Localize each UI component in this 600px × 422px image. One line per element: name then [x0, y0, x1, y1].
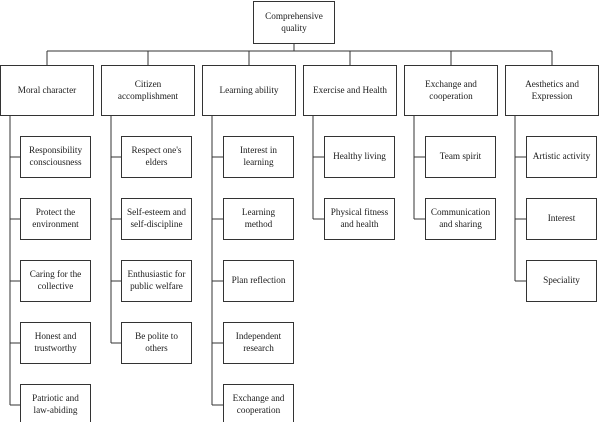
item-learning-method: Learning method: [223, 198, 294, 240]
item-artistic-activity: Artistic activity: [526, 136, 597, 178]
item-exchange-and-cooperation: Exchange and cooperation: [223, 384, 294, 422]
item-interest-in-learning: Interest in learning: [223, 136, 294, 178]
category-exchange-and-cooperation: Exchange and cooperation: [404, 65, 498, 116]
category-citizen-accomplishment: Citizen accomplishment: [101, 65, 195, 116]
item-responsibility-consciousness: Responsibility consciousness: [20, 136, 91, 178]
root-node: Comprehensive quality: [253, 1, 335, 44]
category-moral-character: Moral character: [0, 65, 94, 116]
item-speciality: Speciality: [526, 260, 597, 302]
item-be-polite-to-others: Be polite to others: [121, 322, 192, 364]
item-enthusiastic-for-public-welfare: Enthusiastic for public welfare: [121, 260, 192, 302]
item-interest: Interest: [526, 198, 597, 240]
item-healthy-living: Healthy living: [324, 136, 395, 178]
item-patriotic-and-law-abiding: Patriotic and law-abiding: [20, 384, 91, 422]
category-exercise-and-health: Exercise and Health: [303, 65, 397, 116]
item-self-esteem-and-self-discipline: Self-esteem and self-discipline: [121, 198, 192, 240]
item-honest-and-trustworthy: Honest and trustworthy: [20, 322, 91, 364]
item-team-spirit: Team spirit: [425, 136, 496, 178]
item-independent-research: Independent research: [223, 322, 294, 364]
item-plan-reflection: Plan reflection: [223, 260, 294, 302]
item-protect-the-environment: Protect the environment: [20, 198, 91, 240]
item-physical-fitness-and-health: Physical fitness and health: [324, 198, 395, 240]
item-caring-for-the-collective: Caring for the collective: [20, 260, 91, 302]
category-aesthetics-and-expression: Aesthetics and Expression: [505, 65, 599, 116]
item-respect-ones-elders: Respect one's elders: [121, 136, 192, 178]
category-learning-ability: Learning ability: [202, 65, 296, 116]
item-communication-and-sharing: Communication and sharing: [425, 198, 496, 240]
